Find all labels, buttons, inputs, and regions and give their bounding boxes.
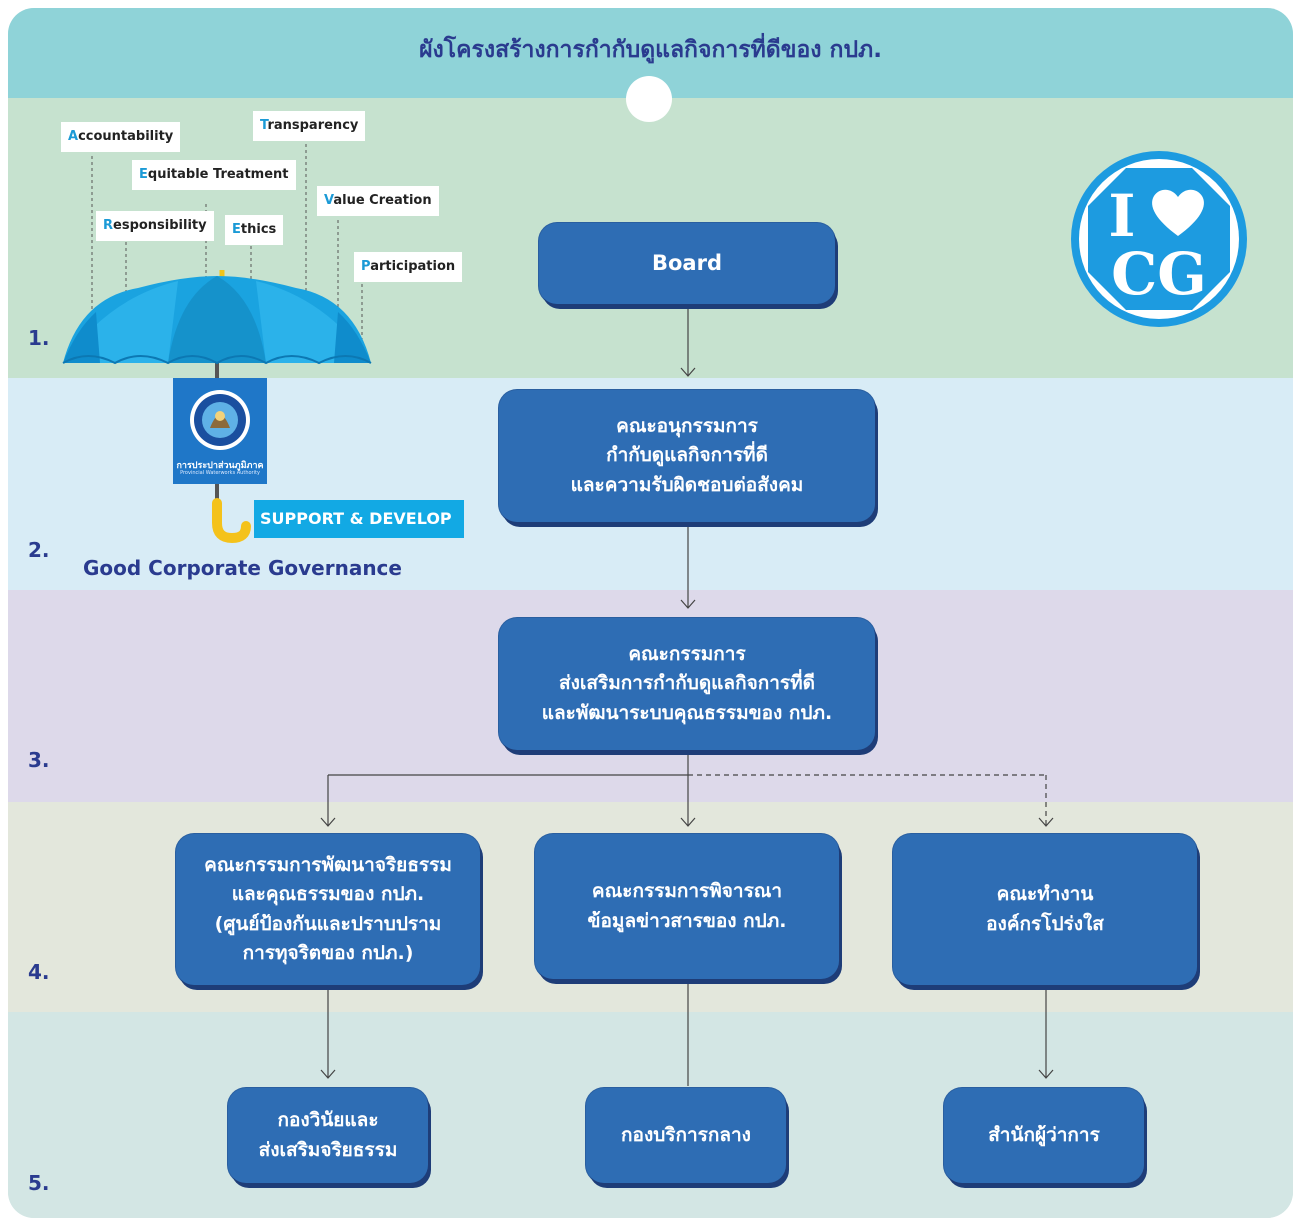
information-committee-box: คณะกรรมการพิจารณา ข้อมูลข่าวสารของ กปภ.	[535, 834, 839, 979]
level-number-5: 5.	[28, 1171, 50, 1195]
heart-icon	[1152, 189, 1204, 236]
pwa-name-th: การประปาส่วนภูมิภาค	[176, 461, 264, 471]
umbrella-illustration	[62, 144, 372, 544]
governor-office-box: สำนักผู้ว่าการ	[944, 1088, 1144, 1183]
support-develop-label: SUPPORT & DEVELOP	[254, 500, 464, 538]
principle-tag-ethics: Ethics	[225, 215, 284, 245]
i-love-cg-logo: I CG	[1071, 151, 1247, 327]
principle-tag-transparency: Transparency	[253, 111, 366, 141]
diagram-frame: ผังโครงสร้างการกำกับดูแลกิจการที่ดีของ ก…	[8, 8, 1293, 1218]
transparency-team-box: คณะทำงาน องค์กรโปร่งใส	[893, 834, 1197, 985]
title-dot	[626, 76, 672, 122]
pwa-name-en: Provincial Waterworks Authority	[180, 470, 260, 476]
diagram-title: ผังโครงสร้างการกำกับดูแลกิจการที่ดีของ ก…	[419, 37, 882, 63]
level-number-4: 4.	[28, 960, 50, 984]
icg-letters-cg: CG	[1111, 240, 1207, 308]
cg-committee-box: คณะกรรมการ ส่งเสริมการกำกับดูแลกิจการที่…	[499, 618, 875, 750]
icg-letter-i: I	[1108, 182, 1135, 250]
pwa-logo: การประปาส่วนภูมิภาค Provincial Waterwork…	[173, 378, 267, 484]
board-box: Board	[539, 223, 835, 304]
connector-lines	[320, 306, 1054, 1086]
good-corporate-governance-label: Good Corporate Governance	[83, 556, 402, 580]
general-admin-division-box: กองบริการกลาง	[586, 1088, 786, 1183]
principle-tag-participation: Participation	[354, 252, 463, 282]
pwa-emblem-icon	[190, 390, 250, 450]
level-number-1: 1.	[28, 326, 50, 350]
level-number-3: 3.	[28, 748, 50, 772]
level-number-2: 2.	[28, 538, 50, 562]
principle-tag-accountability: Accountability	[61, 122, 181, 152]
principle-tag-responsibility: Responsibility	[96, 211, 214, 241]
principle-tag-value-creation: Value Creation	[317, 186, 439, 216]
discipline-division-box: กองวินัยและ ส่งเสริมจริยธรรม	[228, 1088, 428, 1183]
ethics-committee-box: คณะกรรมการพัฒนาจริยธรรม และคุณธรรมของ กป…	[176, 834, 480, 985]
cg-subcommittee-box: คณะอนุกรรมการ กำกับดูแลกิจการที่ดี และคว…	[499, 390, 875, 522]
principle-tag-equitable-treatment: Equitable Treatment	[132, 160, 296, 190]
